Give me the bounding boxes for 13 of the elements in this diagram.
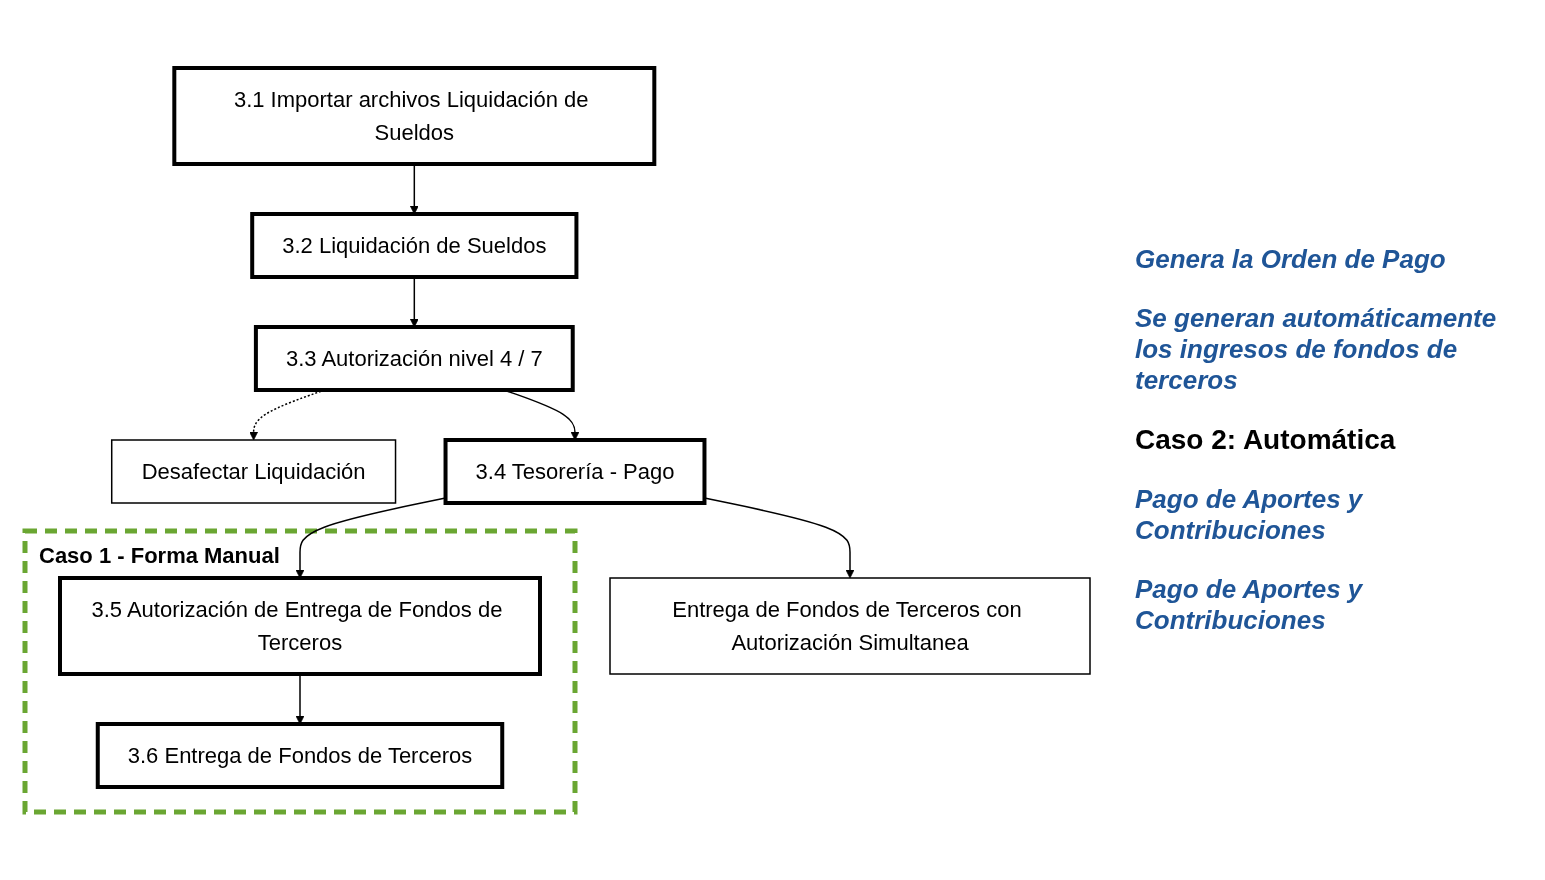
node-box: 3.2 Liquidación de Sueldos — [250, 212, 579, 279]
annotation-text: Se generan automáticamente los ingresos de fondos de terceros — [1135, 303, 1498, 396]
annotation-text: Pago de Aportes y Contribuciones — [1135, 574, 1364, 636]
annotation-text: Pago de Aportes y Contribuciones — [1135, 484, 1364, 546]
node-box: 3.1 Importar archivos Liquidación de Sueldos — [172, 66, 657, 166]
node-box: Entrega de Fondos de Terceros con Autorización Simultanea — [609, 577, 1091, 675]
node-box: 3.3 Autorización nivel 4 / 7 — [253, 325, 575, 392]
node-box: 3.5 Autorización de Entrega de Fondos de Terceros — [58, 576, 542, 676]
node-box: Desafectar Liquidación — [110, 439, 397, 504]
case-heading: Caso 2: Automática — [1135, 424, 1397, 456]
annotation-text: Genera la Orden de Pago — [1135, 244, 1447, 275]
node-box: 3.4 Tesorería - Pago — [443, 438, 707, 505]
node-box: 3.6 Entrega de Fondos de Terceros — [95, 722, 505, 789]
